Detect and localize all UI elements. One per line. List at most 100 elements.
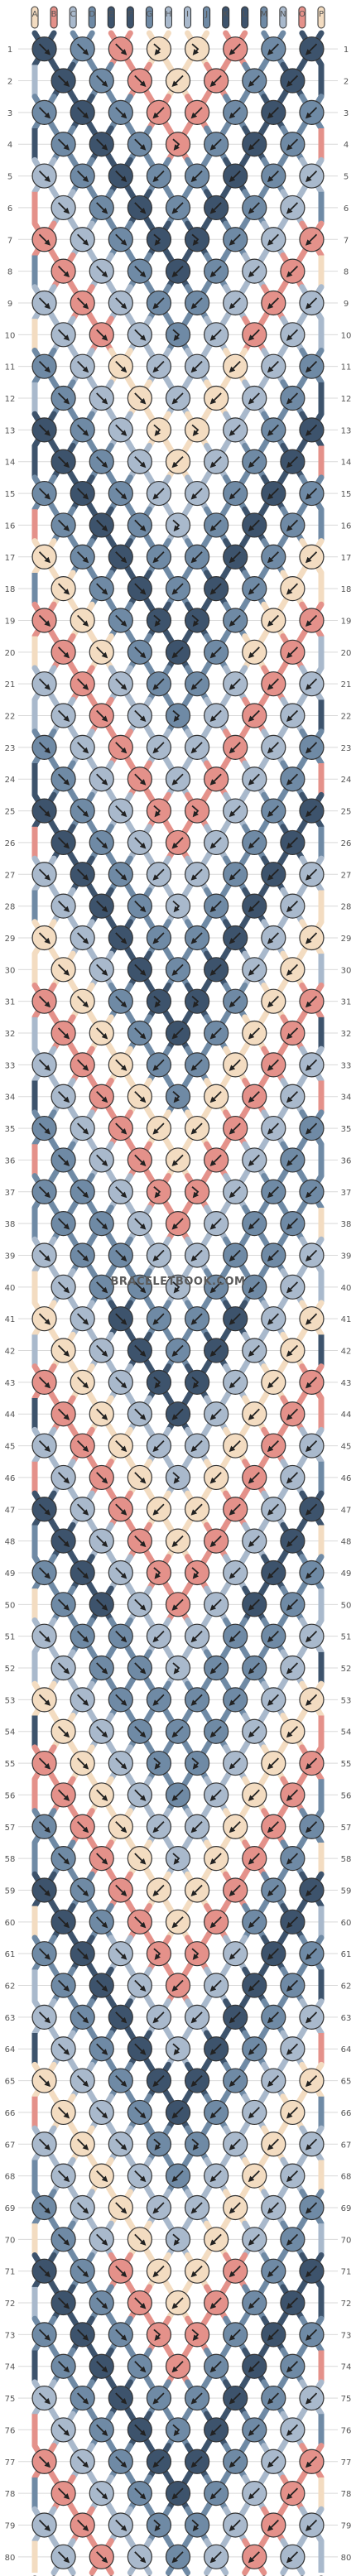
knot-arrow-icon [172, 138, 180, 151]
knot-arrow-icon [96, 1916, 108, 1929]
knot-arrow-icon [57, 1281, 70, 1294]
knot-arrow-icon [96, 2424, 108, 2436]
knot-arrow-icon [305, 488, 318, 500]
knot-arrow-icon [229, 996, 241, 1008]
knot-arrow-icon [172, 1091, 180, 1103]
row-number-right: 80 [341, 2554, 352, 2563]
knot-arrow-icon [209, 900, 222, 913]
knot-arrow-icon [172, 329, 180, 341]
knot-arrow-icon [305, 1948, 318, 1960]
row-number-left: 2 [7, 78, 12, 87]
knot-arrow-icon [229, 2328, 241, 2341]
knot-arrow-icon [57, 709, 70, 723]
knot-arrow-icon [229, 1503, 241, 1516]
knot-arrow-icon [134, 646, 147, 659]
knot-arrow-icon [115, 1059, 127, 1071]
knot-arrow-icon [172, 2043, 180, 2055]
knot-arrow-icon [134, 74, 147, 88]
knot-arrow-icon [229, 551, 241, 564]
knot-arrow-icon [171, 2170, 184, 2183]
knot-arrow-icon [191, 2328, 200, 2342]
knot-arrow-icon [209, 2233, 222, 2246]
knot-arrow-icon [152, 1631, 165, 1643]
knot-arrow-icon [248, 456, 260, 469]
knot-arrow-icon [134, 709, 147, 723]
knot-arrow-icon [209, 202, 222, 214]
row-number-right: 36 [341, 1156, 352, 1165]
knot-arrow-icon [115, 1122, 127, 1135]
row-number-right: 13 [341, 426, 352, 435]
knot-arrow-icon [134, 1853, 147, 1865]
knot-arrow-icon [248, 1662, 260, 1675]
knot-arrow-icon [172, 519, 180, 532]
knot-arrow-icon [190, 1694, 203, 1706]
knot-arrow-icon [190, 2266, 203, 2278]
knot-arrow-icon [305, 361, 318, 373]
knot-arrow-icon [134, 519, 147, 531]
row-number-right: 59 [341, 1886, 352, 1896]
knot-arrow-icon [209, 1091, 222, 1103]
knot-arrow-icon [267, 1439, 279, 1453]
row-number-right: 32 [341, 1030, 352, 1039]
knot-arrow-icon [209, 1281, 222, 1294]
knot-arrow-icon [229, 2074, 241, 2088]
row-number-left: 23 [5, 744, 16, 753]
knot-arrow-icon [286, 1662, 299, 1675]
knot-arrow-icon [305, 1631, 318, 1643]
knot-arrow-icon [38, 1567, 51, 1579]
knot-arrow-icon [38, 1694, 51, 1706]
knot-arrow-icon [267, 2011, 279, 2024]
knot-arrow-icon [248, 1726, 260, 1738]
knot-arrow-icon [229, 1567, 241, 1579]
knot-arrow-icon [286, 583, 299, 595]
row-number-right: 9 [344, 300, 349, 309]
knot-arrow-icon [134, 1408, 147, 1420]
knot-arrow-icon [96, 1535, 108, 1548]
knot-arrow-icon [152, 1439, 165, 1453]
row-number-right: 62 [341, 1982, 352, 1992]
knot-arrow-icon [134, 1281, 147, 1294]
knot-arrow-icon [267, 2202, 279, 2214]
knot-arrow-icon [229, 1377, 241, 1389]
knot-arrow-icon [267, 1059, 279, 1071]
strand-start [241, 6, 249, 29]
row-number-left: 73 [5, 2331, 16, 2340]
row-number-left: 64 [5, 2045, 16, 2055]
knot-arrow-icon [267, 233, 279, 246]
knot-arrow-icon [134, 1726, 147, 1738]
knot-arrow-icon [77, 614, 89, 627]
knot-arrow-icon [115, 1757, 127, 1770]
knot-arrow-icon [171, 456, 184, 469]
knot-arrow-icon [171, 1154, 184, 1166]
knot-arrow-icon [209, 964, 222, 976]
row-number-right: 3 [344, 109, 349, 118]
knot-arrow-icon [171, 2297, 184, 2309]
knot-arrow-icon [267, 2519, 279, 2532]
knot-arrow-icon [267, 1313, 279, 1325]
strand-start [145, 6, 153, 29]
knot-arrow-icon [191, 614, 200, 627]
knot-arrow-icon [229, 424, 241, 436]
row-number-left: 29 [5, 935, 16, 944]
knot-arrow-icon [229, 107, 241, 119]
knot-arrow-icon [77, 805, 89, 818]
knot-arrow-icon [152, 107, 165, 119]
strand-start [317, 6, 325, 29]
row-number-right: 12 [341, 395, 352, 404]
knot-arrow-icon [153, 1377, 161, 1389]
knot-arrow-icon [229, 1122, 241, 1135]
knot-arrow-icon [191, 1567, 200, 1579]
knot-arrow-icon [134, 138, 147, 151]
knot-arrow-icon [115, 2074, 127, 2088]
knot-arrow-icon [190, 107, 203, 119]
knot-arrow-icon [171, 583, 184, 595]
knot-arrow-icon [209, 1154, 222, 1166]
knot-arrow-icon [209, 646, 222, 659]
strand-label: J [204, 10, 208, 19]
knot-arrow-icon [305, 424, 318, 436]
knot-arrow-icon [115, 1567, 127, 1579]
knot-arrow-icon [115, 170, 127, 183]
knot-arrow-icon [77, 1377, 89, 1389]
row-number-left: 12 [5, 395, 16, 404]
knot-arrow-icon [267, 297, 279, 310]
